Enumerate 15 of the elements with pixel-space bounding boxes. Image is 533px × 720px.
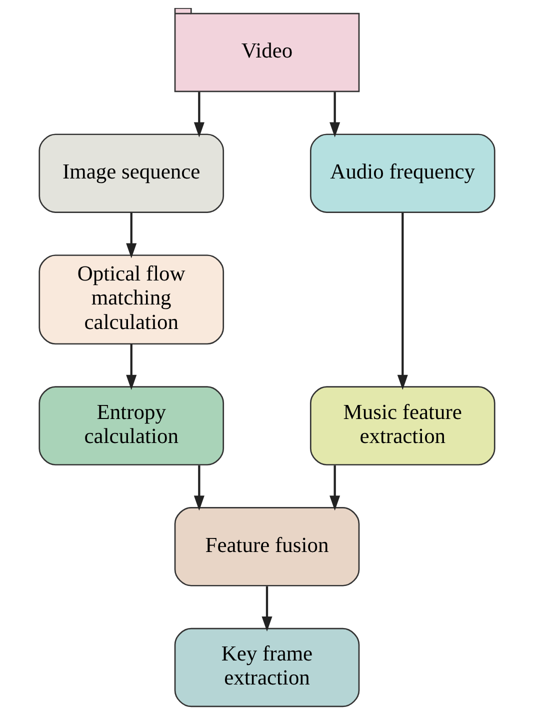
node-box: Music feature extraction: [309, 386, 495, 466]
node-box: Audio frequency: [309, 134, 495, 213]
node-box: Key frame extraction: [174, 628, 360, 708]
node-box: Feature fusion: [174, 507, 360, 586]
arrow: [126, 344, 136, 390]
node-box: Entropy calculation: [38, 386, 224, 466]
arrow: [396, 212, 408, 390]
arrow: [329, 465, 340, 511]
arrow: [126, 212, 136, 258]
node-box: Image sequence: [38, 134, 224, 213]
arrow: [193, 92, 204, 138]
node-box: Optical flow matching calculation: [38, 254, 224, 345]
arrow: [261, 586, 272, 632]
arrow: [193, 465, 204, 511]
arrow: [329, 92, 340, 138]
